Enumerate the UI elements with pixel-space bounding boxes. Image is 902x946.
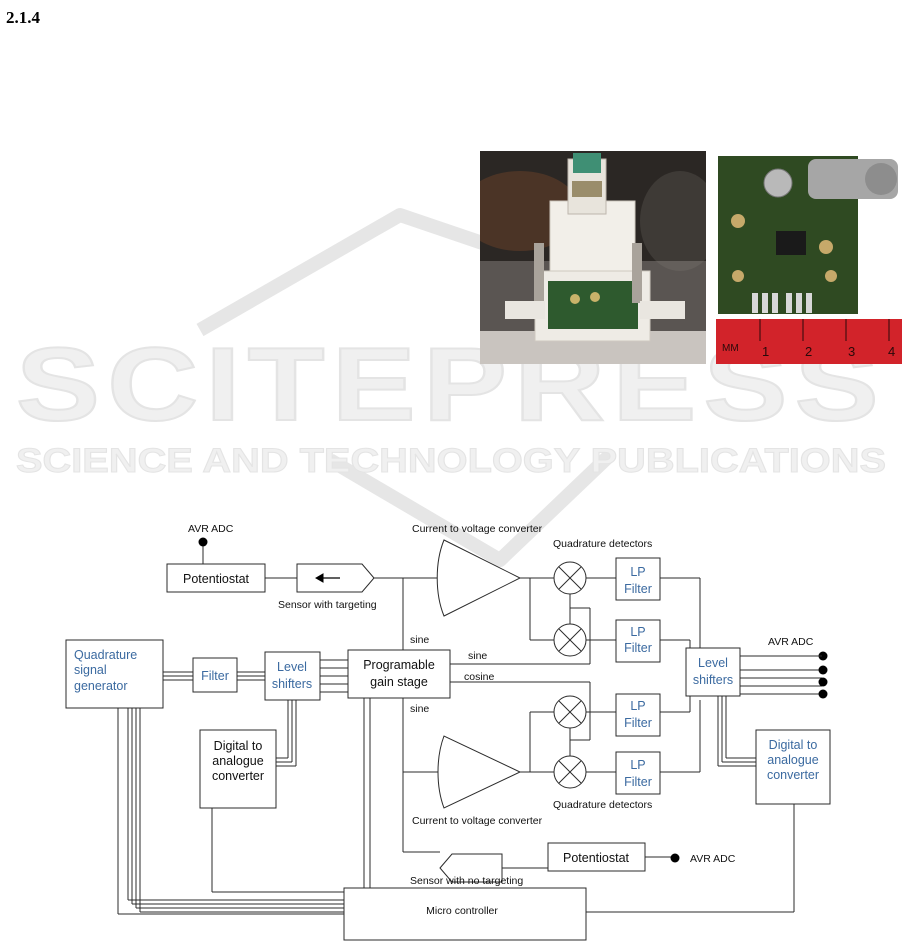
dac-right-box: [755, 729, 831, 805]
lp-filter-1-filter: Filter: [624, 582, 652, 596]
dac-right-3: converter: [767, 768, 819, 782]
potentiostat-bottom-box: [547, 842, 646, 872]
sine-label-top: sine: [410, 634, 429, 646]
level-shifters-left-box: [264, 651, 321, 701]
ruler-label-1: 1: [762, 344, 769, 359]
filter-box: [192, 657, 238, 693]
bottom-adc-label: AVR ADC: [690, 853, 736, 865]
watermark-tagline: SCIENCE AND TECHNOLOGY PUBLICATIONS: [16, 442, 886, 480]
lp-filter-4-lp: LP: [630, 758, 645, 772]
lp-filter-2-lp: LP: [630, 625, 645, 639]
pga-label-2: gain stage: [370, 675, 428, 689]
block-diagram: AVR ADC Current to voltage converter Qua…: [65, 523, 831, 941]
adc-dot-3: [818, 677, 828, 687]
dac-right-1: Digital to: [769, 738, 818, 752]
lp-filter-2-filter: Filter: [624, 641, 652, 655]
mixer-2: [553, 623, 587, 657]
section-number: 2.1.4: [6, 8, 40, 27]
diagram-wires: [117, 543, 822, 915]
c2v-bottom-amplifier: [437, 735, 522, 809]
arrow-left-icon: [314, 573, 340, 583]
dac-left-3: converter: [212, 769, 264, 783]
lp-filter-3-filter: Filter: [624, 716, 652, 730]
cosine-label: cosine: [464, 671, 495, 683]
sensor-targeting-label: Sensor with targeting: [278, 599, 377, 611]
ruler-label-2: 2: [805, 344, 812, 359]
sensor-no-targeting-label: Sensor with no targeting: [410, 875, 523, 887]
lp-filter-1-lp: LP: [630, 565, 645, 579]
level-shifters-right-2: shifters: [693, 673, 733, 687]
bottom-adc-dot: [670, 853, 680, 863]
quad-gen-label-2: signal: [74, 663, 107, 677]
pga-label-1: Programable: [363, 658, 435, 672]
circuit-board-illustration: MM 1 2 3 4: [716, 151, 902, 364]
micro-controller-box: [343, 887, 587, 941]
lp-filter-3: [615, 693, 661, 737]
sine-label-mid: sine: [468, 650, 487, 662]
pga-box: [347, 649, 451, 699]
level-shifters-left-2: shifters: [272, 677, 312, 691]
potentiostat-top-label: Potentiostat: [183, 572, 250, 586]
ruler-label-mm: MM: [722, 343, 739, 354]
adc-dot-4: [818, 689, 828, 699]
dac-left-1: Digital to: [214, 739, 263, 753]
lp-filter-4-filter: Filter: [624, 775, 652, 789]
dac-right-2: analogue: [767, 753, 818, 767]
adc-terminals: [198, 537, 828, 863]
adc-dot-2: [818, 665, 828, 675]
c2v-top-amplifier: [436, 539, 522, 617]
sensor-holder-photo: [480, 151, 706, 364]
dac-left-2: analogue: [212, 754, 263, 768]
dac-left-box: [199, 729, 277, 809]
quad-gen-box: [65, 639, 164, 709]
micro-controller-label: Micro controller: [426, 905, 498, 917]
top-adc-label: AVR ADC: [188, 523, 234, 535]
quad-gen-label-3: generator: [74, 679, 128, 693]
level-shifters-left-1: Level: [277, 660, 307, 674]
sensor-no-targeting-symbol: [439, 853, 503, 883]
top-adc-dot: [198, 537, 208, 547]
filter-box-label: Filter: [201, 669, 229, 683]
quad-gen-label-1: Quadrature: [74, 648, 137, 662]
quad-top-label: Quadrature detectors: [553, 538, 652, 550]
circuit-board-photo: MM 1 2 3 4: [716, 151, 902, 364]
mixer-1: [553, 561, 587, 595]
potentiostat-top-box: [166, 563, 266, 593]
lp-filter-2: [615, 619, 661, 663]
quad-bottom-label: Quadrature detectors: [553, 799, 652, 811]
right-adc-label: AVR ADC: [768, 636, 814, 648]
adc-dot-1: [818, 651, 828, 661]
mixer-4: [553, 755, 587, 789]
ruler-label-3: 3: [848, 344, 855, 359]
level-shifters-right-1: Level: [698, 656, 728, 670]
sine-label-bottom: sine: [410, 703, 429, 715]
potentiostat-bottom-label: Potentiostat: [563, 851, 630, 865]
sensor-holder-illustration: [480, 151, 706, 364]
ruler-label-4: 4: [888, 344, 895, 359]
lp-filter-1: [615, 557, 661, 601]
c2v-top-label: Current to voltage converter: [412, 523, 543, 535]
level-shifters-right-box: [685, 647, 741, 697]
mixer-3: [553, 695, 587, 729]
lp-filter-3-lp: LP: [630, 699, 645, 713]
c2v-bottom-label: Current to voltage converter: [412, 815, 543, 827]
lp-filter-4: [615, 751, 661, 795]
